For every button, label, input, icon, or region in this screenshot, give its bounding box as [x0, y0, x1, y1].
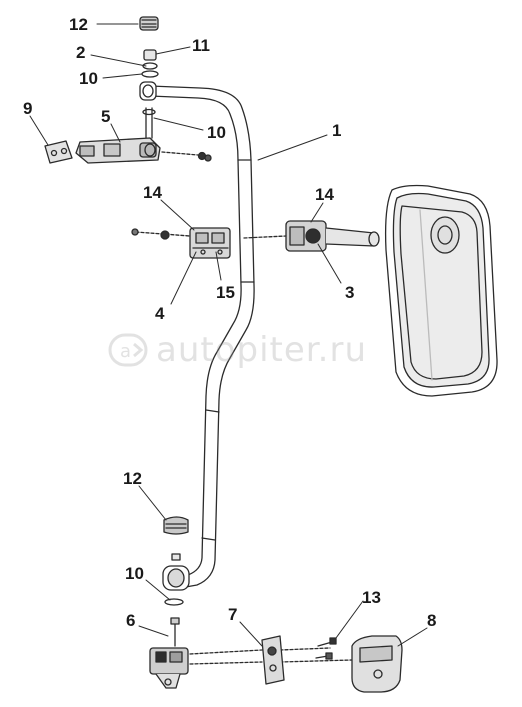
callout-12-top: 12 — [69, 15, 88, 34]
svg-text:a: a — [120, 341, 131, 362]
bracket-part-5 — [75, 137, 161, 164]
callout-8: 8 — [427, 611, 437, 630]
callout-2: 2 — [76, 43, 86, 62]
callout-9: 9 — [23, 99, 33, 118]
callout-10-top: 10 — [79, 69, 98, 88]
cap-part-12-top — [139, 16, 159, 31]
ring-part-10-top — [141, 70, 159, 78]
stem-part-10 — [142, 107, 156, 139]
callout-15: 15 — [216, 283, 235, 302]
screws-part-14-left — [131, 228, 191, 240]
bolt-part-5 — [161, 151, 212, 162]
callout-11: 11 — [192, 36, 210, 55]
mirror-mount-part-3 — [243, 220, 380, 252]
watermark-text: autopiter.ru — [156, 330, 367, 370]
mirror-tube — [149, 85, 255, 589]
ring-part-10-lower — [164, 598, 184, 606]
callout-14-left: 14 — [143, 183, 162, 202]
bushing-part-11 — [143, 49, 157, 61]
callout-13: 13 — [362, 588, 381, 607]
bolts-part-13 — [315, 637, 337, 660]
callout-10-stem: 10 — [207, 123, 226, 142]
clamp-part-7 — [261, 635, 285, 685]
callout-7: 7 — [228, 605, 238, 624]
watermark: a autopiter.ru — [108, 330, 367, 370]
callout-4: 4 — [155, 304, 165, 323]
callout-10-lower: 10 — [125, 564, 144, 583]
clamp-part-4 — [189, 227, 231, 259]
leader-lines — [29, 23, 428, 647]
base-bolts-dashed — [189, 647, 353, 665]
callout-12-lower: 12 — [123, 469, 142, 488]
bracket-part-9 — [44, 140, 73, 164]
cover-part-8 — [351, 635, 403, 693]
bottom-tube-end-clamp — [162, 565, 190, 591]
watermark-logo-icon: a — [108, 333, 148, 367]
cap-part-12-lower — [163, 516, 189, 561]
top-tube-end-clamp — [139, 81, 157, 101]
base-bracket-part-6 — [149, 617, 189, 689]
callout-5: 5 — [101, 107, 111, 126]
washer-part-2 — [142, 62, 158, 70]
callout-6: 6 — [126, 611, 136, 630]
callout-3: 3 — [345, 283, 355, 302]
callout-14-right: 14 — [315, 185, 334, 204]
callout-1: 1 — [332, 121, 342, 140]
mirror-head — [384, 184, 498, 397]
